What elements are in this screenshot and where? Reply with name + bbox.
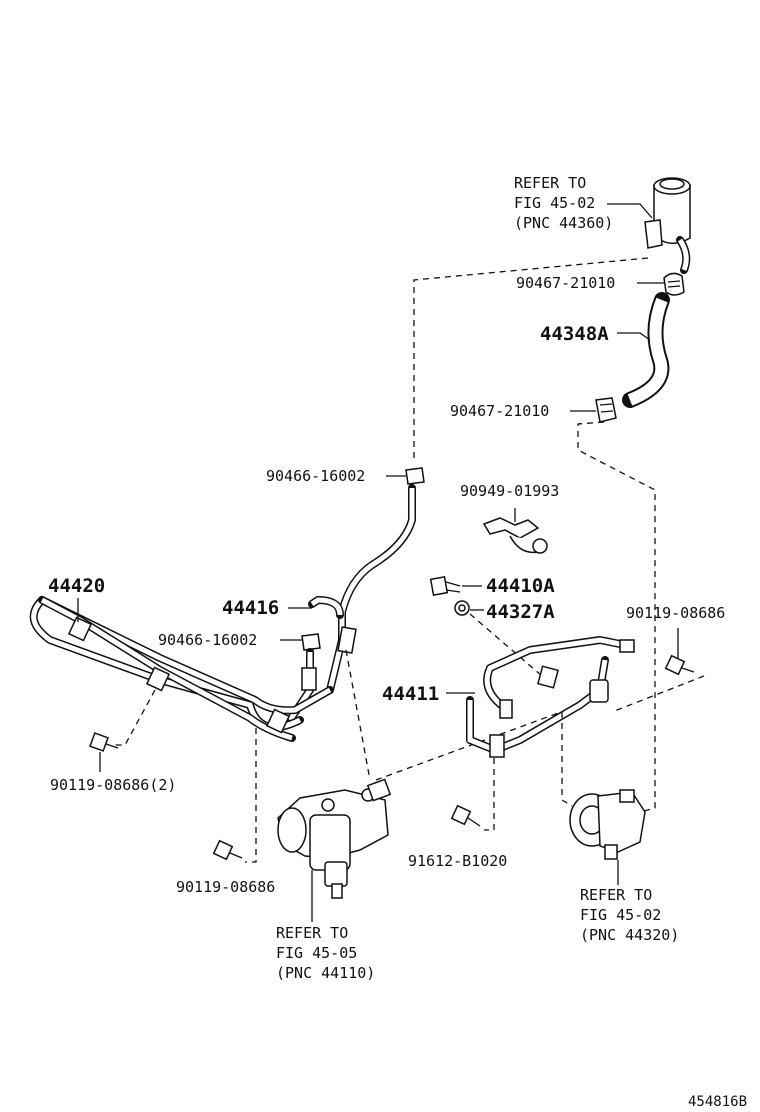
label-bolt-left: 90119-08686(2) bbox=[50, 776, 176, 794]
return-hose bbox=[622, 292, 670, 408]
label-clamp-tube: 90466-16002 bbox=[266, 467, 365, 485]
dashed-link-gear-pressure bbox=[375, 704, 581, 781]
gasket bbox=[454, 600, 470, 616]
dashed-link-right-bolt bbox=[611, 675, 705, 713]
label-pressure-tube: 44411 bbox=[382, 683, 439, 705]
steering-gear-box bbox=[277, 778, 392, 899]
label-bolt-gear: 90119-08686 bbox=[176, 878, 275, 896]
return-tube-fitting-2 bbox=[301, 667, 317, 691]
dashed-link-gear bbox=[345, 649, 371, 781]
label-clamp-tube-2: 90466-16002 bbox=[158, 631, 257, 649]
label-bolt-center: 91612-B1020 bbox=[408, 852, 507, 870]
refer-pump-line2: FIG 45-02 bbox=[580, 906, 661, 924]
label-tube-return: 44416 bbox=[222, 597, 279, 619]
leader-refer-reservoir bbox=[607, 203, 653, 219]
refer-reservoir-line1: REFER TO bbox=[514, 174, 586, 192]
reservoir-tank bbox=[644, 177, 691, 274]
refer-pump-line3: (PNC 44320) bbox=[580, 926, 679, 944]
dashed-link-gear-bolt bbox=[245, 728, 257, 863]
clamp-return-tube bbox=[405, 467, 425, 485]
refer-gear-line2: FIG 45-05 bbox=[276, 944, 357, 962]
pressure-tube bbox=[466, 636, 635, 758]
hose-clamp-upper bbox=[663, 272, 685, 296]
dashed-link-pump-tube bbox=[561, 712, 573, 807]
power-steering-pump bbox=[569, 789, 646, 860]
label-clamp-lower: 90467-21010 bbox=[450, 402, 549, 420]
refer-gear-line3: (PNC 44110) bbox=[276, 964, 375, 982]
return-tube bbox=[326, 484, 416, 694]
dashed-link-center-bolt bbox=[484, 758, 495, 831]
figure-id: 454816B bbox=[688, 1094, 747, 1110]
label-union-bolt: 44410A bbox=[486, 575, 555, 597]
label-tube-left: 44420 bbox=[48, 575, 105, 597]
leader-hose bbox=[617, 332, 651, 341]
dashed-link-reservoir bbox=[413, 257, 649, 462]
refer-reservoir-line3: (PNC 44360) bbox=[514, 214, 613, 232]
clamp-return-tube-2 bbox=[301, 633, 321, 651]
refer-reservoir-line2: FIG 45-02 bbox=[514, 194, 595, 212]
bolt-left bbox=[89, 732, 119, 752]
bolt-right bbox=[664, 654, 695, 676]
bolt-gear bbox=[212, 839, 243, 861]
label-gasket: 44327A bbox=[486, 601, 555, 623]
label-clamp-upper: 90467-21010 bbox=[516, 274, 615, 292]
bracket-clamp bbox=[482, 517, 548, 554]
hose-clamp-lower bbox=[595, 397, 617, 423]
return-tube-fitting bbox=[337, 626, 357, 654]
refer-pump-line1: REFER TO bbox=[580, 886, 652, 904]
dashed-link-gasket bbox=[469, 613, 543, 677]
union-bolt bbox=[429, 576, 461, 596]
bolt-center bbox=[450, 804, 481, 827]
cooler-tube-loop bbox=[29, 596, 334, 742]
label-bracket-clamp: 90949-01993 bbox=[460, 482, 559, 500]
dashed-link-left-bolt bbox=[112, 689, 156, 746]
label-hose-return: 44348A bbox=[540, 323, 609, 345]
refer-gear-line1: REFER TO bbox=[276, 924, 348, 942]
label-bolt-right: 90119-08686 bbox=[626, 604, 725, 622]
